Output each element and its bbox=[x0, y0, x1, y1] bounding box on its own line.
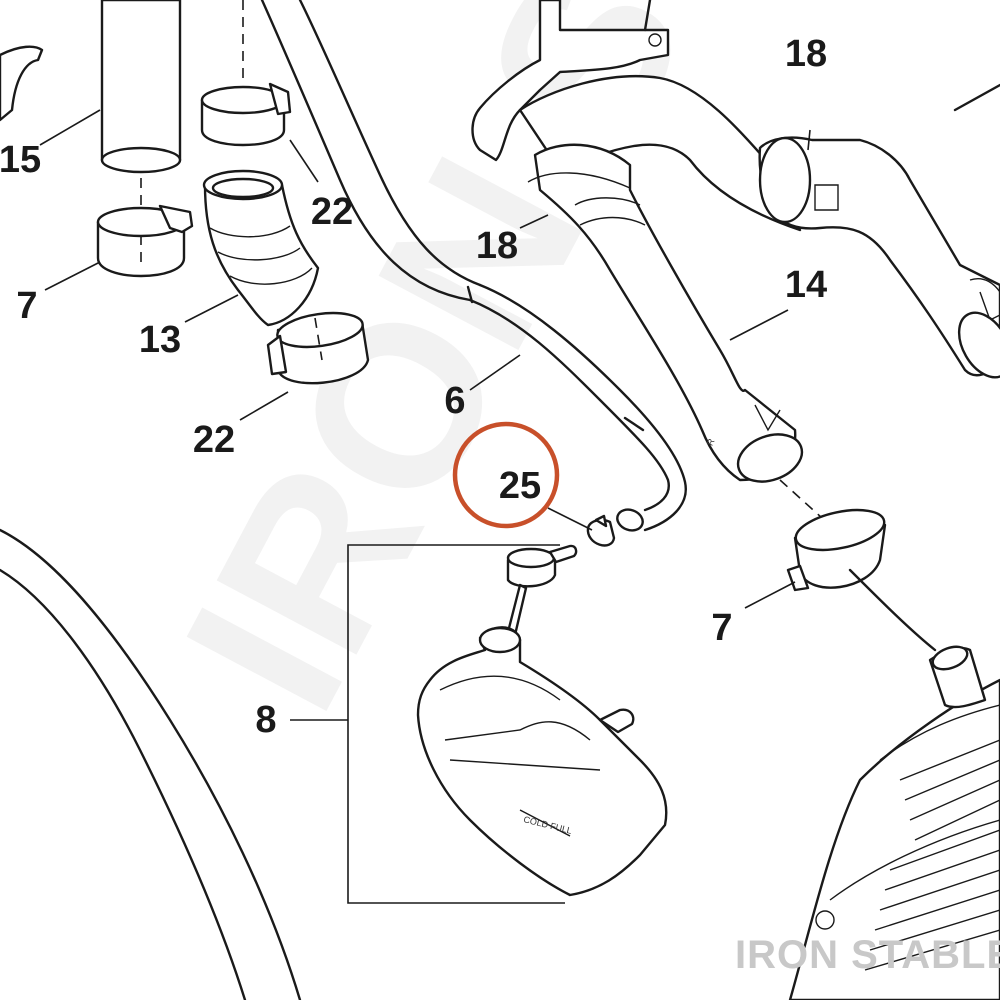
callout-18-upper: 18 bbox=[785, 33, 827, 75]
frame-pipe-upper bbox=[260, 0, 482, 302]
callout-14: 14 bbox=[785, 264, 827, 306]
callout-15: 15 bbox=[0, 139, 41, 181]
leader-lines bbox=[39, 109, 811, 609]
hose-15 bbox=[0, 0, 182, 205]
callout-6: 6 bbox=[444, 380, 465, 422]
hose-6 bbox=[466, 283, 687, 532]
radiator bbox=[788, 568, 1000, 1000]
callout-22-lower: 22 bbox=[193, 419, 235, 461]
coolant-reservoir: COLD FULL bbox=[416, 544, 668, 897]
clamp-7-lower bbox=[786, 508, 887, 592]
highlight-circle bbox=[452, 421, 560, 529]
clamp-22-lower bbox=[266, 311, 370, 385]
frame-tube bbox=[0, 528, 302, 1000]
hose-14: R bbox=[527, 143, 804, 483]
callout-13: 13 bbox=[139, 319, 181, 361]
callout-22-upper: 22 bbox=[311, 191, 353, 233]
bracket-18 bbox=[471, 0, 670, 162]
callout-25: 25 bbox=[499, 465, 541, 507]
clamp-7-upper bbox=[96, 204, 194, 278]
callout-7-upper: 7 bbox=[16, 285, 37, 327]
callout-18-lower: 18 bbox=[476, 225, 518, 267]
callout-bracket-8 bbox=[290, 544, 565, 904]
clamp-25 bbox=[586, 514, 616, 547]
callout-7-lower: 7 bbox=[711, 607, 732, 649]
callout-8: 8 bbox=[255, 699, 276, 741]
clamp-22-upper bbox=[200, 82, 292, 147]
callout-labels: 15 22 7 13 22 18 18 14 6 25 7 8 bbox=[0, 33, 827, 741]
hose-13 bbox=[202, 169, 320, 327]
hose-arrow-letter: R bbox=[705, 437, 717, 448]
brand-watermark: IRON STABLE bbox=[735, 933, 1000, 977]
hose-18-upper bbox=[518, 74, 1000, 379]
